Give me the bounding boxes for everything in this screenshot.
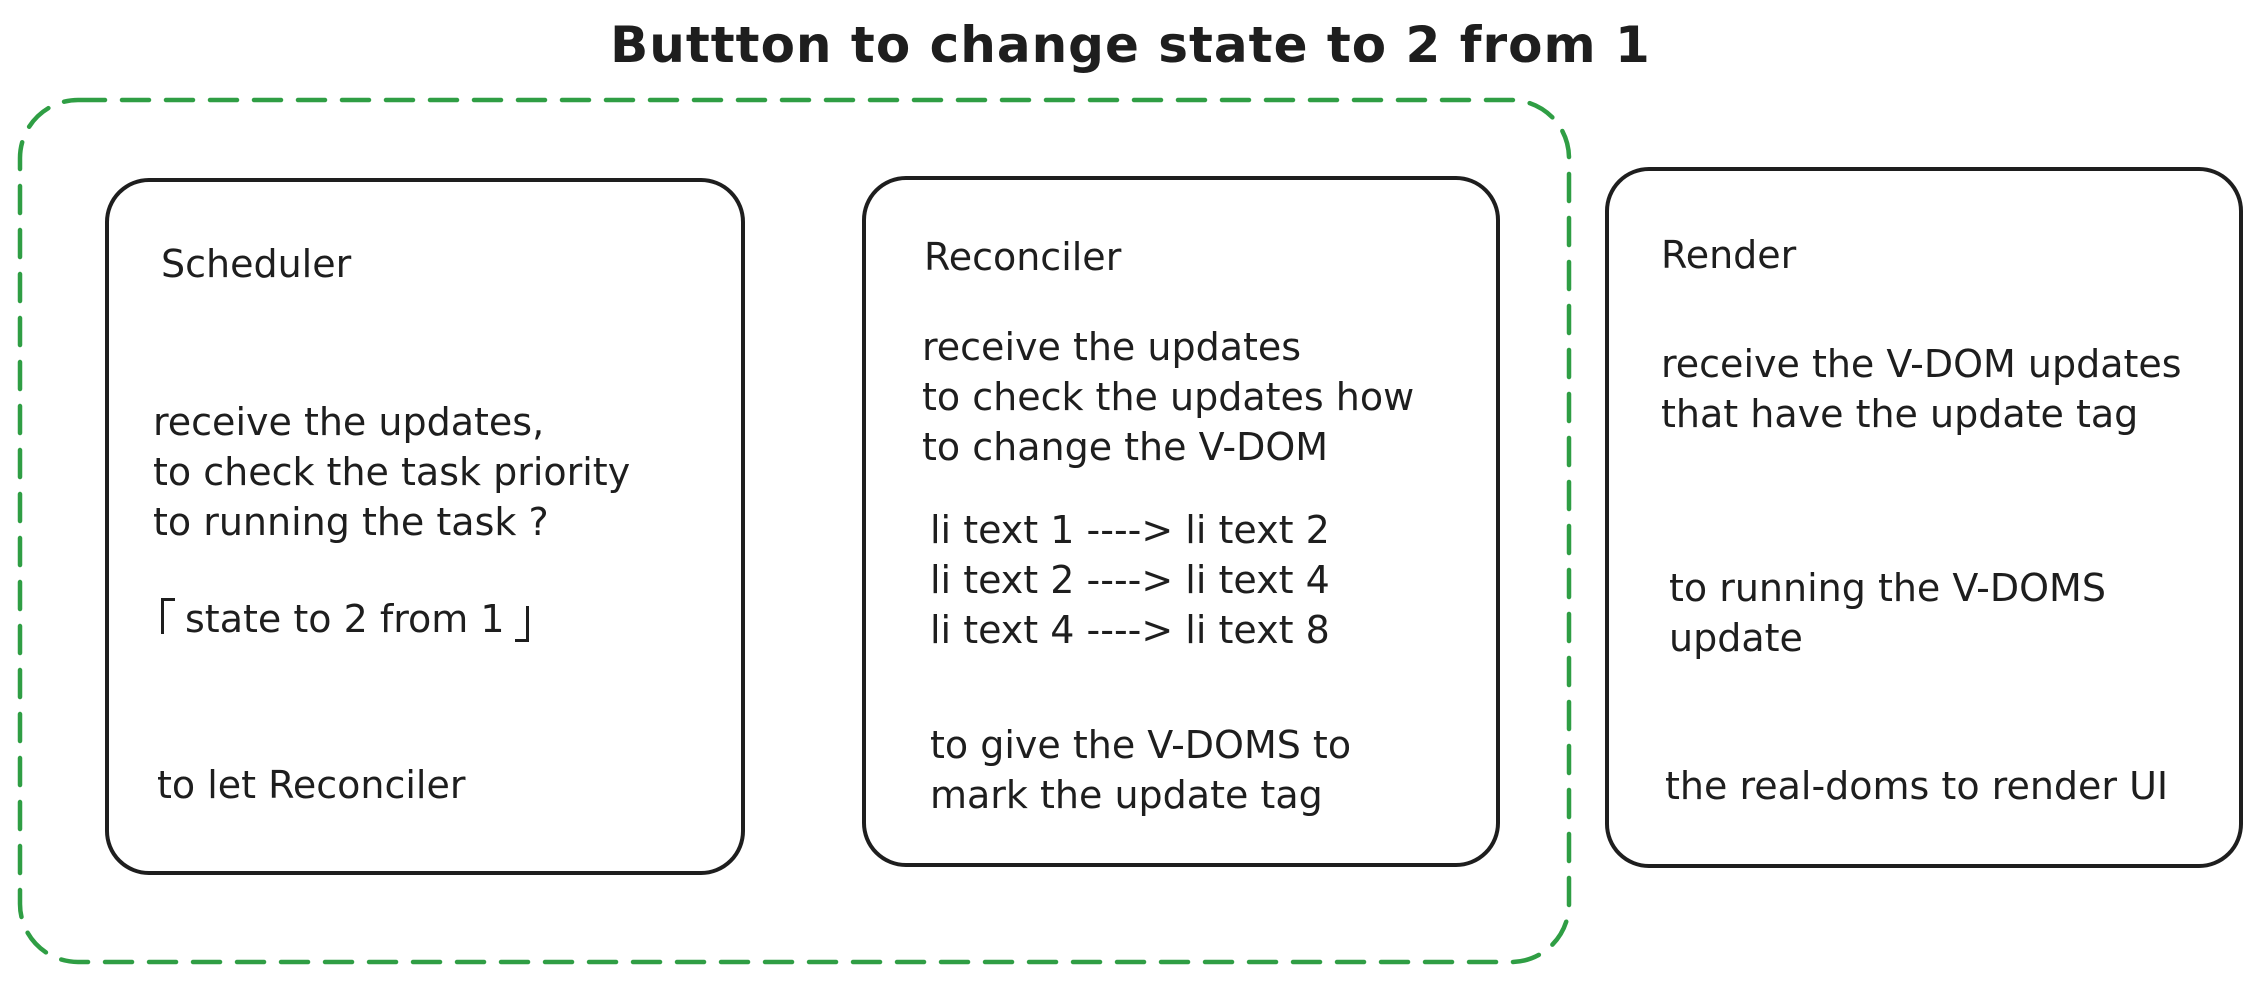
state-change-group-outline xyxy=(17,97,1572,965)
scheduler-footer-text: to let Reconciler xyxy=(157,763,466,807)
render-node-label: Render xyxy=(1661,233,1797,277)
reconciler-diff-lines: li text 1 ----> li text 2 li text 2 ----… xyxy=(930,508,1330,652)
render-footer-text: the real-doms to render UI xyxy=(1665,764,2169,808)
scheduler-node-label: Scheduler xyxy=(161,242,352,286)
corner-bracket-open-icon xyxy=(161,598,175,634)
reconciler-footer-text: to give the V-DOMS to mark the update ta… xyxy=(930,723,1352,817)
scheduler-node: Scheduler receive the updates, to check … xyxy=(105,178,745,875)
scheduler-body-text: receive the updates, to check the task p… xyxy=(153,400,631,544)
reconciler-body-text: receive the updates to check the updates… xyxy=(922,325,1415,469)
scheduler-quote-text: state to 2 from 1 xyxy=(185,597,505,641)
scheduler-quote: state to 2 from 1 xyxy=(161,594,529,644)
render-node: Render receive the V-DOM updates that ha… xyxy=(1605,167,2243,868)
diagram-title: Buttton to change state to 2 from 1 xyxy=(610,16,1651,74)
reconciler-node-label: Reconciler xyxy=(924,235,1122,279)
render-body-text: receive the V-DOM updates that have the … xyxy=(1661,342,2182,436)
render-middle-text: to running the V-DOMS update xyxy=(1669,566,2106,660)
reconciler-node: Reconciler receive the updates to check … xyxy=(862,176,1500,867)
corner-bracket-close-icon xyxy=(514,606,529,642)
